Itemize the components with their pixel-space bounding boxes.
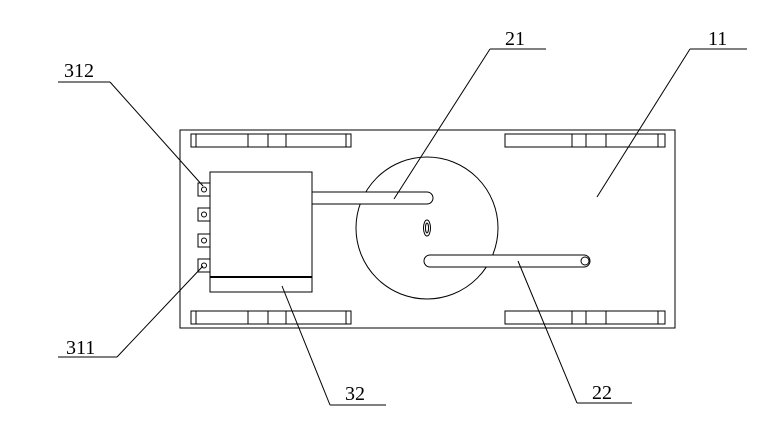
leader-lines [58, 48, 747, 406]
base-plate [179, 129, 676, 329]
turntable-disc [355, 156, 499, 300]
label-11: 11 [708, 28, 727, 50]
label-22: 22 [592, 382, 612, 404]
center-slot [423, 219, 431, 237]
arm-21 [311, 191, 434, 205]
rail-top-left [190, 133, 352, 148]
arm-22 [423, 254, 591, 268]
label-311: 311 [66, 337, 95, 359]
terminal-column [197, 182, 211, 273]
label-312: 312 [64, 60, 94, 82]
center-slot-inner [425, 222, 429, 234]
rail-bottom-right [504, 310, 666, 325]
rail-bottom-left [190, 310, 352, 325]
label-32: 32 [345, 383, 365, 405]
label-21: 21 [505, 28, 525, 50]
rail-top-right [504, 133, 666, 148]
control-box [209, 171, 313, 293]
